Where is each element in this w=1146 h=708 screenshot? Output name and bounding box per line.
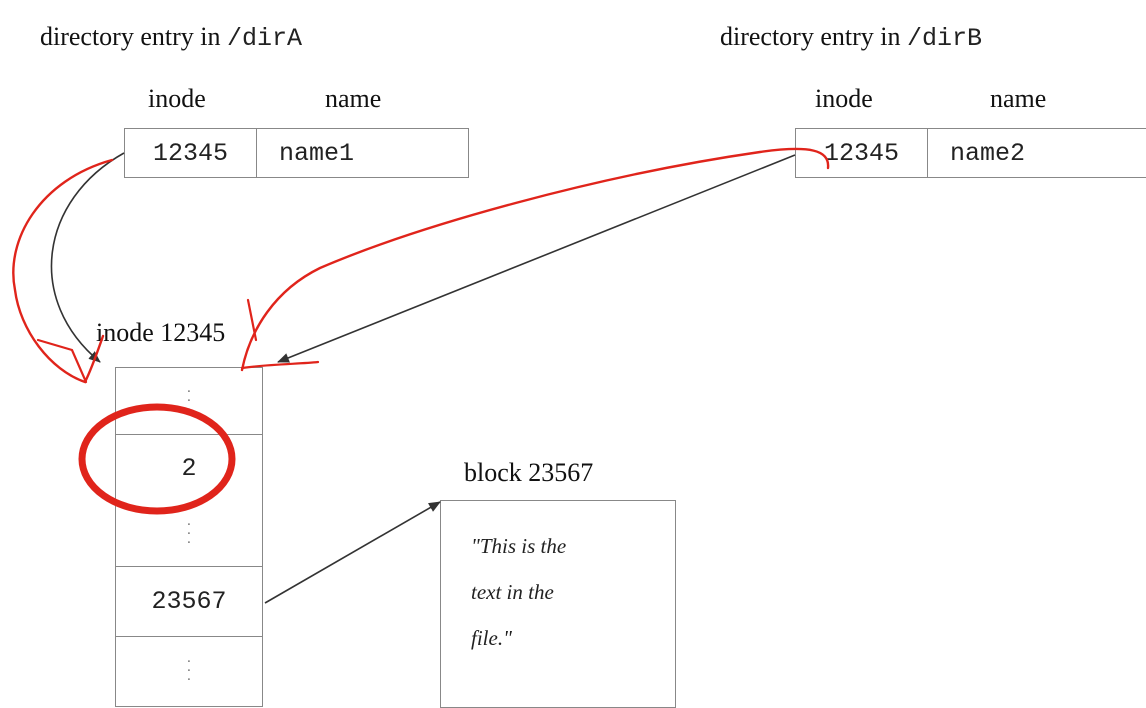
arrow-inode-to-block [264, 501, 441, 604]
block-text-line: text in the [471, 580, 554, 604]
dir-a-entry: 12345 name1 [124, 128, 469, 178]
dir-a-col-name: name [325, 84, 382, 113]
inode-row-divider [116, 566, 262, 567]
dir-b-title: directory entry in /dirB [720, 22, 982, 53]
red-annotation-tick-right [240, 298, 320, 370]
block-text-line: file." [471, 626, 512, 650]
dir-b-name-cell: name2 [950, 138, 1026, 168]
inode-row-block-pointer: 23567 [151, 586, 227, 616]
dir-b-path: /dirB [907, 24, 983, 53]
block-text-line: "This is the [471, 534, 567, 558]
inode-row-ellipsis-bottom: ··· [116, 636, 262, 706]
dir-b-col-inode: inode [815, 84, 873, 113]
dir-b-col-name: name [990, 84, 1047, 113]
dir-b-title-prefix: directory entry in [720, 22, 907, 51]
red-annotation-tick-left [36, 338, 88, 384]
dir-a-name-cell: name1 [279, 138, 355, 168]
red-circle-highlight [78, 403, 236, 515]
dir-a-inode-cell: 12345 [125, 129, 257, 177]
inode-row-link-count: 2 [181, 453, 197, 483]
dir-a-col-inode: inode [148, 84, 206, 113]
inode-row-divider [116, 636, 262, 637]
vertical-ellipsis-icon: ··· [186, 517, 192, 551]
inode-table: ··· 2 ··· 23567 ··· [115, 367, 263, 707]
dir-a-title-prefix: directory entry in [40, 22, 227, 51]
red-annotation-curve-right [240, 147, 830, 372]
dir-b-entry: 12345 name2 [795, 128, 1146, 178]
arrow-dir-b-to-inode [277, 154, 796, 363]
dir-b-inode-cell: 12345 [796, 129, 928, 177]
inode-row-ellipsis-mid: ··· [116, 502, 262, 566]
dir-a-path: /dirA [227, 24, 303, 53]
arrow-dir-a-to-inode [50, 152, 125, 363]
red-annotation-curve-left [12, 158, 114, 384]
vertical-ellipsis-icon: ··· [186, 654, 192, 688]
inode-title: inode 12345 [96, 318, 226, 347]
inode-row-divider [116, 434, 262, 435]
data-block-box: "This is the text in the file." [440, 500, 676, 708]
block-title: block 23567 [464, 458, 594, 487]
dir-a-title: directory entry in /dirA [40, 22, 302, 53]
